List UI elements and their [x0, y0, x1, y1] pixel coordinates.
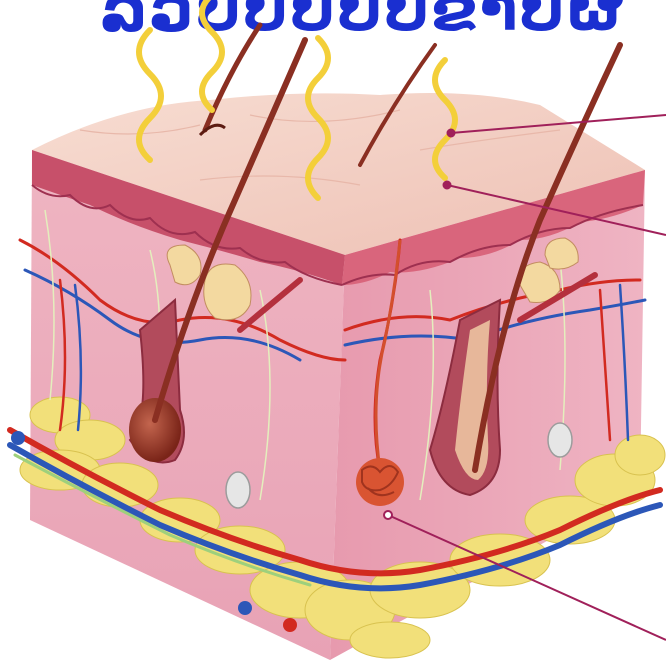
skin-cross-section-diagram: [0, 0, 666, 668]
